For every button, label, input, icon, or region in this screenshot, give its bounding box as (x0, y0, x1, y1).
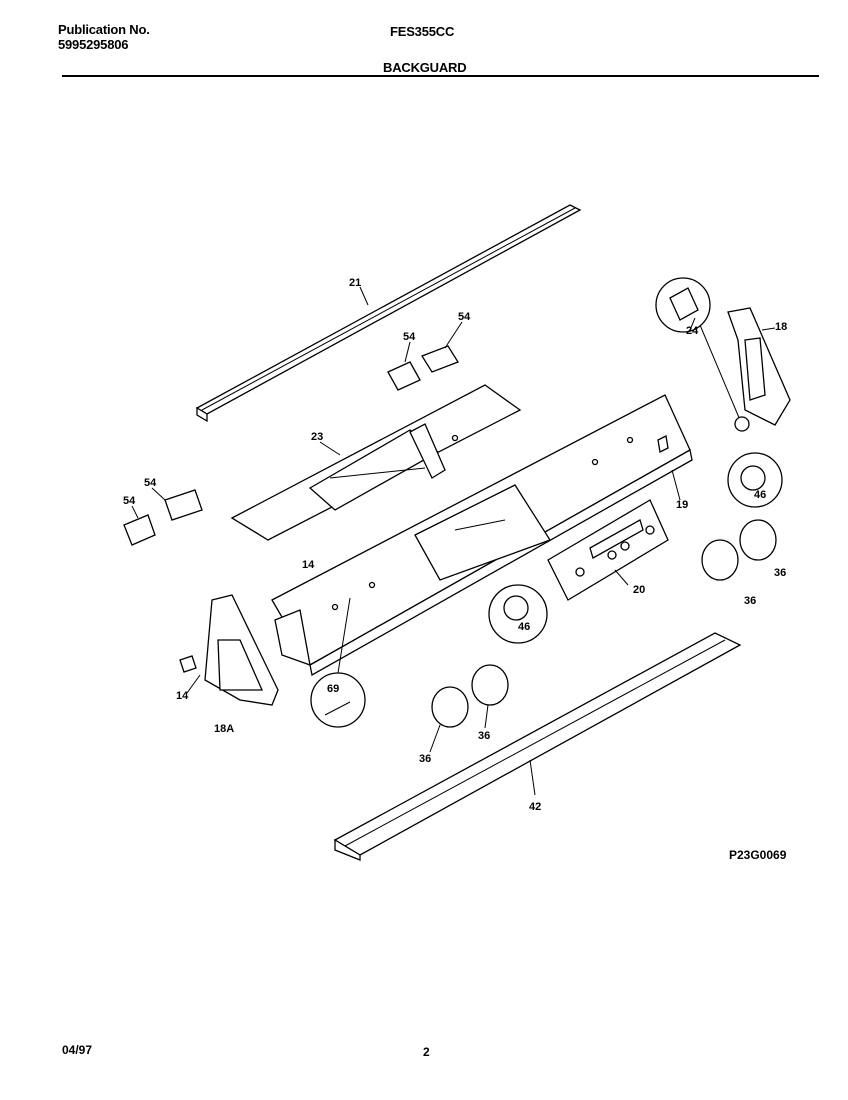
callout-18a: 18A (214, 723, 234, 735)
callout-69: 69 (327, 683, 339, 695)
callout-14: 14 (302, 559, 315, 571)
part-20-control-module (547, 499, 669, 601)
part-21-top-trim (195, 204, 582, 423)
leader-lines (131, 286, 776, 796)
figure-code: P23G0069 (729, 848, 787, 862)
callout-36: 36 (419, 753, 431, 765)
callout-54: 54 (144, 477, 157, 489)
callout-24: 24 (686, 325, 699, 337)
part-69-screw (310, 597, 366, 728)
callout-14: 14 (176, 690, 189, 702)
publication-date: 04/97 (62, 1043, 93, 1057)
part-46-knobs (488, 452, 783, 644)
callout-18: 18 (775, 321, 787, 333)
publication-number: 5995295806 (58, 37, 129, 52)
header-rule (62, 75, 819, 77)
callout-54: 54 (123, 495, 136, 507)
part-24-switch (655, 277, 750, 432)
callout-20: 20 (633, 584, 645, 596)
callout-42: 42 (529, 801, 541, 813)
callout-21: 21 (349, 277, 361, 289)
part-23-upper-panel (230, 384, 522, 541)
part-36-knobs (431, 519, 777, 728)
publication-label: Publication No. (58, 22, 150, 37)
part-54-switches (123, 345, 459, 546)
callout-36: 36 (478, 730, 490, 742)
callout-23: 23 (311, 431, 323, 443)
callout-36: 36 (774, 567, 786, 579)
model-number: FES355CC (390, 24, 455, 39)
part-19-console (271, 394, 693, 677)
callout-36: 36 (744, 595, 756, 607)
callout-46: 46 (754, 489, 766, 501)
callout-19: 19 (676, 499, 688, 511)
part-18-right-bracket (727, 307, 791, 426)
section-title: BACKGUARD (383, 60, 467, 75)
callout-46: 46 (518, 621, 530, 633)
part-42-bottom-trim (333, 632, 742, 861)
page-number: 2 (423, 1045, 430, 1059)
callout-54: 54 (458, 311, 471, 323)
part-18a-left-bracket (179, 594, 279, 706)
callout-54: 54 (403, 331, 416, 343)
